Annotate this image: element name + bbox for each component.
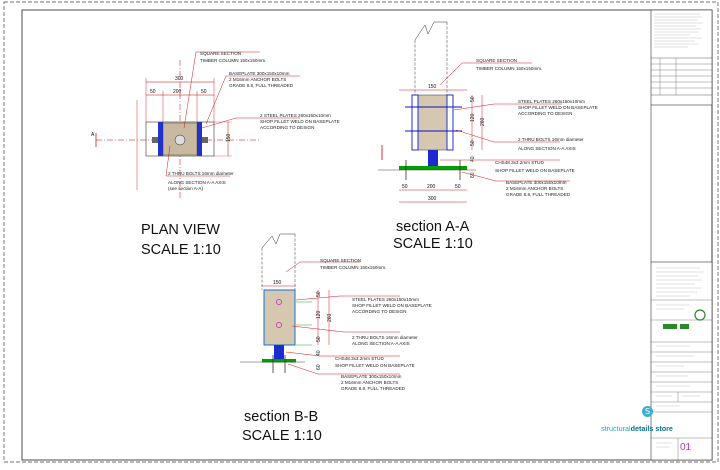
- plan-section-mark: A: [91, 132, 95, 138]
- bb-dim-v260: 260: [327, 313, 333, 322]
- brand-name-first: structural: [601, 424, 631, 433]
- bb-baseplate: [262, 359, 296, 363]
- bb-label-thru-bolts: 2 THRU BOLTS 16mm diameter: [352, 335, 418, 340]
- aa-label-baseplate: BASEPLATE 300x150x10mm: [506, 180, 567, 185]
- plan-dim-150: 150: [226, 133, 232, 142]
- plan-label-grade: GRADE 8.8, FULL THREADED: [229, 83, 294, 88]
- drawing-frame: [21, 9, 713, 461]
- aa-dim-300: 300: [428, 196, 437, 202]
- plan-bolt-left: [152, 137, 158, 143]
- plan-label-thru-bolts: 2 THRU BOLTS 16mm diameter: [168, 171, 234, 176]
- bb-label-shop-weld2: SHOP FILLET WELD ON BASEPLATE: [335, 363, 415, 368]
- plan-baseplate: [145, 121, 215, 157]
- bb-label-steel-plates: STEEL PLATES 260x150x10mm: [352, 297, 419, 302]
- aa-dim-50b: 50: [455, 184, 461, 190]
- plan-label-shop-weld: SHOP FILLET WELD ON BASEPLATE: [260, 119, 340, 124]
- section-aa-title: section A-A: [396, 219, 470, 235]
- aa-label-square-section: SQUARE SECTION: [476, 58, 517, 63]
- aa-baseplate: [399, 166, 467, 170]
- plan-steel-plate-left: [158, 122, 163, 156]
- plan-chs-stud: [174, 134, 186, 146]
- bb-dim-v50: 50: [316, 291, 322, 297]
- title-block-bottom: [650, 261, 713, 461]
- aa-dim-v260: 260: [480, 117, 486, 126]
- plan-label-timber-column: TIMBER COLUMN 150x150mm.: [200, 58, 266, 63]
- brand-name-second: details store: [630, 424, 673, 433]
- aa-label-shop-weld2: SHOP FILLET WELD ON BASEPLATE: [495, 168, 575, 173]
- aa-timber-column: [417, 94, 448, 151]
- section-bb-title: section B-B: [244, 409, 318, 425]
- bb-label-square-section: SQUARE SECTION: [320, 258, 361, 263]
- bb-dim-v40: 40: [316, 350, 322, 356]
- aa-dim-200: 200: [427, 184, 436, 190]
- aa-dim-v40: 40: [470, 156, 476, 162]
- brand-name: structuraldetails store: [601, 424, 673, 440]
- plan-label-steel-plates: 2 STEEL PLATES 260x150x10mm: [260, 113, 331, 118]
- plan-label-square-section: SQUARE SECTION: [200, 51, 241, 56]
- aa-label-timber-column: TIMBER COLUMN 150x150mm.: [476, 66, 542, 71]
- plan-dim-200: 200: [173, 89, 182, 95]
- plan-label-according: ACCORDING TO DESIGN: [260, 125, 314, 130]
- aa-dim-50: 50: [402, 184, 408, 190]
- bb-dim-v120: 120: [316, 310, 322, 319]
- plan-dim-300: 300: [175, 76, 184, 82]
- sheet-number: 01: [680, 442, 692, 453]
- section-aa: 150 50 120 50 260 40 60 50 200 50 300 SQ…: [378, 21, 598, 252]
- aa-dim-v50b: 50: [470, 140, 476, 146]
- plan-dim-50a: 50: [150, 89, 156, 95]
- plan-dim-50b: 50: [201, 89, 207, 95]
- aa-dim-150: 150: [428, 84, 437, 90]
- bb-label-chs: CHS48.3x3.2mm STUD: [335, 356, 384, 361]
- bb-dim-v60: 60: [316, 364, 322, 370]
- aa-label-steel-plates: STEEL PLATES 260x150x10mm: [518, 99, 585, 104]
- bb-timber-column: [263, 289, 296, 346]
- bb-label-shop-weld: SHOP FILLET WELD ON BASEPLATE: [352, 303, 432, 308]
- aa-dim-v120: 120: [470, 113, 476, 122]
- plan-view: 300 50 200 50 A 150: [91, 51, 340, 258]
- plan-label-see-aa: (see section A-A): [168, 186, 203, 191]
- plan-label-along-aa: ALONG SECTION A-A AXIS: [168, 180, 226, 185]
- aa-label-along-aa: ALONG SECTION A-A AXIS: [518, 146, 576, 151]
- aa-label-according: ACCORDING TO DESIGN: [518, 111, 572, 116]
- aa-label-grade: GRADE 8.8, FULL THREADED: [506, 192, 571, 197]
- plan-label-anchor-bolts: 2 M16mm ANCHOR BOLTS: [229, 77, 286, 82]
- bb-label-according: ACCORDING TO DESIGN: [352, 309, 406, 314]
- aa-label-thru-bolts: 2 THRU BOLTS 16mm diameter: [518, 137, 584, 142]
- aa-steel-plate-left: [411, 94, 419, 151]
- bb-label-anchor-bolts: 2 M16mm ANCHOR BOLTS: [341, 380, 398, 385]
- bb-label-baseplate: BASEPLATE 300x150x10mm: [341, 374, 402, 379]
- bb-bolt-top: [276, 299, 282, 305]
- plan-view-scale: SCALE 1:10: [141, 242, 221, 258]
- aa-label-shop-weld: SHOP FILLET WELD ON BASEPLATE: [518, 105, 598, 110]
- brand-logo-icon: S: [642, 406, 653, 417]
- title-block-top: [650, 9, 713, 106]
- aa-steel-plate-right: [446, 94, 454, 151]
- section-bb: 150 50 120 50 260 40 60 SQUARE SECTION T…: [240, 233, 432, 444]
- bb-dim-150: 150: [273, 280, 282, 286]
- plan-label-baseplate: BASEPLATE 300x150x10mm: [229, 71, 290, 76]
- bb-dim-v50b: 50: [316, 336, 322, 342]
- plan-bolt-right: [202, 137, 208, 143]
- section-aa-scale: SCALE 1:10: [393, 236, 473, 252]
- plan-view-title: PLAN VIEW: [141, 222, 220, 238]
- plan-steel-plate-right: [197, 122, 202, 156]
- bb-bolt-bottom: [276, 322, 282, 328]
- bb-chs-stud: [274, 345, 284, 359]
- bb-label-along-aa: ALONG SECTION A-A AXIS: [352, 341, 410, 346]
- bb-label-timber-column: TIMBER COLUMN 150x150mm.: [320, 265, 386, 270]
- sheet-border: [3, 1, 719, 463]
- section-bb-scale: SCALE 1:10: [242, 428, 322, 444]
- aa-dim-v50: 50: [470, 96, 476, 102]
- aa-label-anchor-bolts: 2 M16mm ANCHOR BOLTS: [506, 186, 563, 191]
- aa-label-chs: CHS48.3x3.2mm STUD: [495, 160, 544, 165]
- bb-label-grade: GRADE 8.8, FULL THREADED: [341, 386, 406, 391]
- aa-chs-stud: [428, 150, 438, 166]
